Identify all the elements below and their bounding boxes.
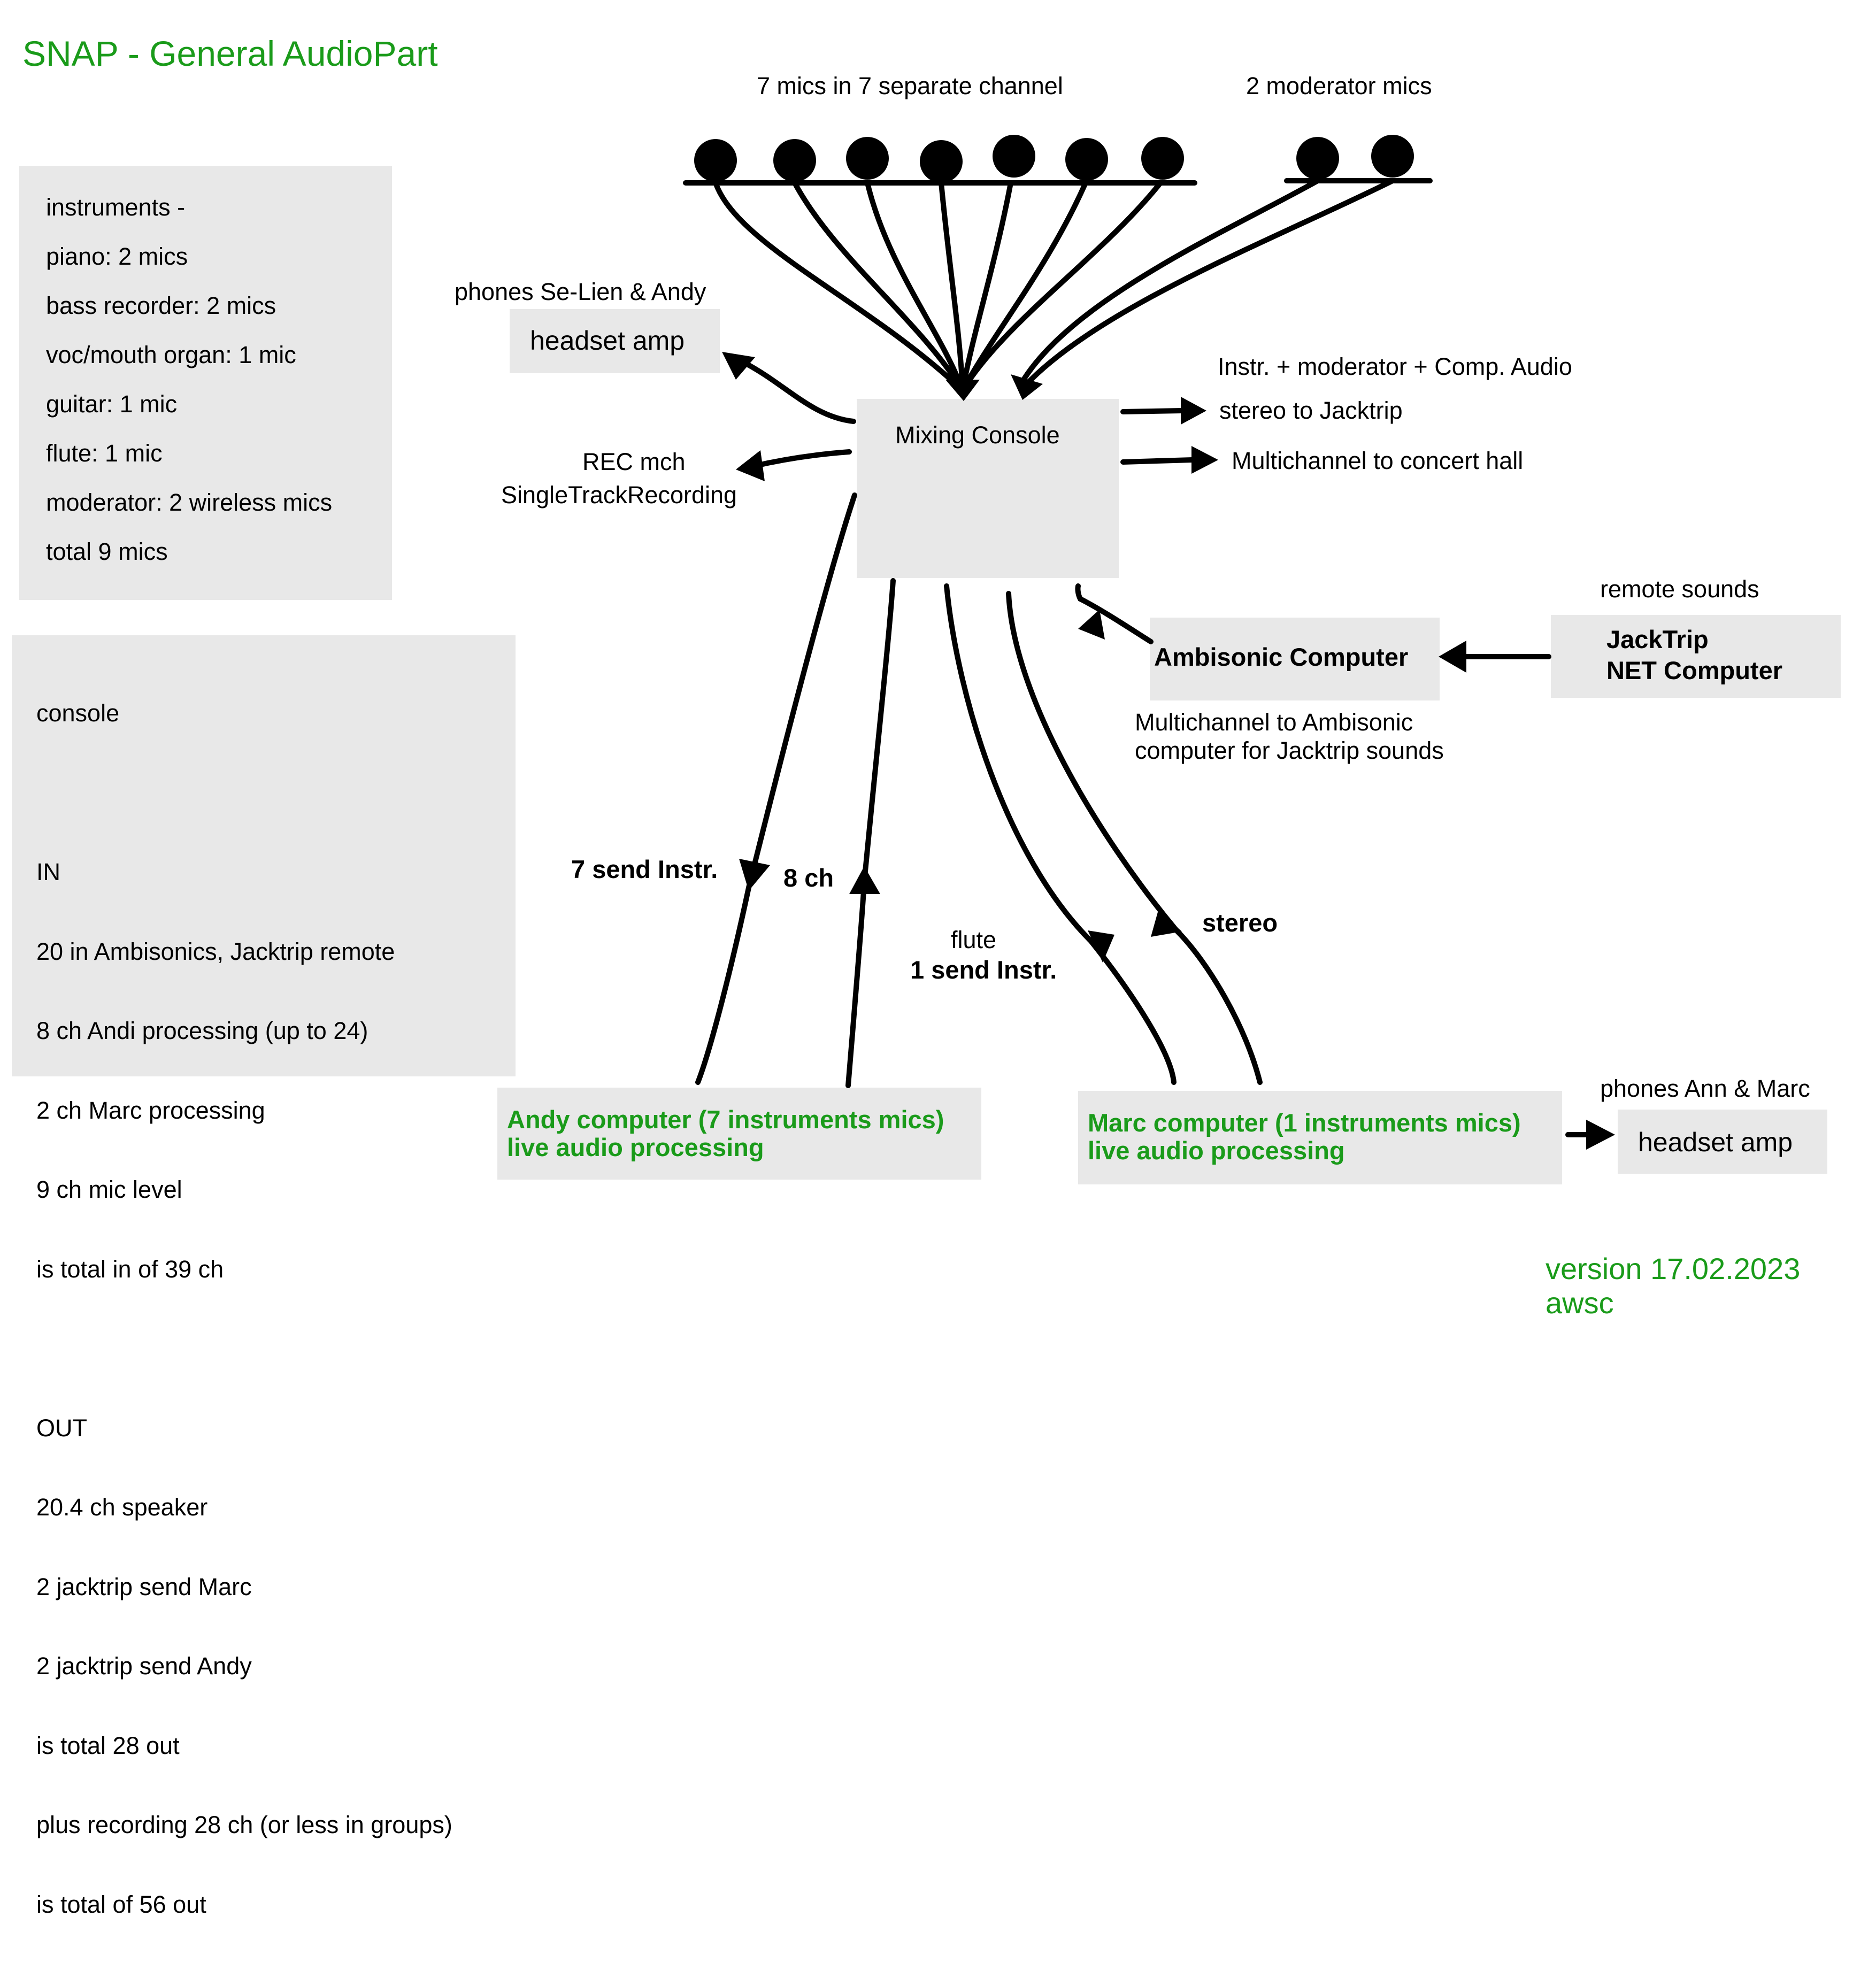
console-line: 9 ch mic level <box>36 1176 182 1203</box>
console-line: is total of 56 out <box>36 1890 206 1918</box>
instruments-line: bass recorder: 2 mics <box>46 292 276 319</box>
console-line: is total 28 out <box>36 1731 180 1759</box>
headset-amp-left-box: headset amp <box>510 309 720 373</box>
instruments-line: voc/mouth organ: 1 mic <box>46 341 296 368</box>
signal-flow-layer <box>683 135 1615 1150</box>
instruments-line: flute: 1 mic <box>46 440 163 467</box>
console-line: 8 ch Andi processing (up to 24) <box>36 1017 368 1044</box>
instruments-line: piano: 2 mics <box>46 243 188 270</box>
marc-computer-line2: live audio processing <box>1088 1136 1345 1165</box>
headset-left-caption: phones Se-Lien & Andy <box>455 278 706 305</box>
console-line: 2 jacktrip send Andy <box>36 1652 252 1680</box>
marc-send-cable <box>944 583 1177 1085</box>
marc-send-label-bottom: 1 send Instr. <box>910 956 1057 984</box>
andy-send-cable <box>695 492 857 1085</box>
mixing-console-box: Mixing Console <box>857 399 1119 578</box>
mic-head <box>1371 135 1414 178</box>
andy-send-label: 7 send Instr. <box>571 855 718 883</box>
mixing-console-label: Mixing Console <box>895 421 1060 449</box>
stereo-out-line <box>1120 408 1185 414</box>
mic-head <box>993 135 1035 178</box>
mic-head <box>1141 137 1184 180</box>
console-line: 20 in Ambisonics, Jacktrip remote <box>36 937 395 965</box>
marc-send-arrow <box>1088 930 1114 963</box>
moderator-mics-label: 2 moderator mics <box>1246 72 1432 99</box>
headset-left-arrow <box>722 352 755 380</box>
andy-return-label: 8 ch <box>783 864 834 892</box>
rec-cable <box>750 449 852 469</box>
moderator-cable-arrow <box>1011 374 1043 400</box>
console-line: console <box>36 699 120 727</box>
instrument-mics-label: 7 mics in 7 separate channel <box>757 72 1063 99</box>
remote-sounds-caption: remote sounds <box>1600 575 1759 603</box>
headset-amp-right-box: headset amp <box>1618 1110 1827 1174</box>
ambisonic-caption-line2: computer for Jacktrip sounds <box>1135 737 1444 764</box>
instruments-line: guitar: 1 mic <box>46 390 178 418</box>
andy-computer-line2: live audio processing <box>507 1133 764 1161</box>
console-line: 2 jacktrip send Marc <box>36 1573 252 1600</box>
stereo-out-arrow <box>1181 397 1206 425</box>
marc-return-label: stereo <box>1202 908 1278 937</box>
arrowheads <box>722 352 1615 1150</box>
marc-send-label-top: flute <box>951 926 997 953</box>
console-line: plus recording 28 ch (or less in groups) <box>36 1811 452 1838</box>
instruments-line: instruments - <box>46 194 186 221</box>
rec-label-line1: REC mch <box>582 448 686 475</box>
outputs-caption: Instr. + moderator + Comp. Audio <box>1218 353 1572 380</box>
mic-head <box>846 137 889 180</box>
ambisonic-in-cable <box>1075 583 1154 644</box>
ambisonic-caption-line1: Multichannel to Ambisonic <box>1135 709 1413 736</box>
marc-return-arrow <box>1151 910 1182 937</box>
headset-amp-right-label: headset amp <box>1638 1127 1793 1157</box>
console-line <box>36 1335 452 1362</box>
mic-head <box>1296 137 1339 180</box>
marc-return-cable <box>1006 591 1263 1085</box>
marc-to-headset-arrow <box>1586 1120 1615 1150</box>
stereo-to-jacktrip-label: stereo to Jacktrip <box>1219 397 1403 424</box>
multichannel-out-arrow <box>1191 446 1218 474</box>
author-label: awsc <box>1546 1286 1614 1320</box>
instruments-line: moderator: 2 wireless mics <box>46 489 333 516</box>
headset-amp-left-label: headset amp <box>530 326 685 356</box>
marc-computer-line1: Marc computer (1 instruments mics) <box>1088 1108 1521 1137</box>
jacktrip-net-computer-box: JackTrip NET Computer <box>1551 615 1841 698</box>
console-line: 2 ch Marc processing <box>36 1096 265 1124</box>
andy-return-cable <box>845 578 896 1088</box>
marc-computer-box: Marc computer (1 instruments mics) live … <box>1078 1091 1562 1184</box>
multichannel-concert-label: Multichannel to concert hall <box>1232 447 1524 474</box>
jacktrip-to-ambisonic-arrow <box>1439 641 1466 673</box>
andy-computer-box: Andy computer (7 instruments mics) live … <box>497 1088 981 1180</box>
mic-cables <box>713 178 1395 393</box>
version-label: version 17.02.2023 <box>1546 1252 1801 1285</box>
rec-arrow <box>736 450 765 481</box>
mic-head <box>1065 138 1108 181</box>
ambisonic-computer-label: Ambisonic Computer <box>1154 643 1409 671</box>
mic-cable-arrow <box>945 380 980 401</box>
jacktrip-label-line2: NET Computer <box>1606 656 1782 684</box>
instruments-line: total 9 mics <box>46 538 168 565</box>
andy-return-arrow <box>849 866 880 894</box>
rec-label-line2: SingleTrackRecording <box>501 481 737 509</box>
console-line: OUT <box>36 1414 87 1442</box>
instruments-box: instruments - piano: 2 mics bass recorde… <box>19 166 392 600</box>
mic-heads <box>694 135 1414 183</box>
andy-send-arrow <box>739 859 770 891</box>
ambisonic-in-arrow <box>1078 610 1105 640</box>
mic-head <box>773 139 816 182</box>
console-line: is total in of 39 ch <box>36 1255 224 1283</box>
jacktrip-label-line1: JackTrip <box>1606 625 1709 653</box>
ambisonic-computer-box: Ambisonic Computer <box>1150 618 1440 700</box>
mic-head <box>920 140 963 183</box>
headset-left-cable <box>743 361 856 424</box>
andy-computer-line1: Andy computer (7 instruments mics) <box>507 1105 944 1134</box>
diagram-title: SNAP - General AudioPart <box>22 34 438 73</box>
console-line: 20.4 ch speaker <box>36 1493 208 1521</box>
headset-right-caption: phones Ann & Marc <box>1600 1075 1810 1102</box>
mic-head <box>694 139 737 182</box>
console-line: IN <box>36 858 60 886</box>
multichannel-out-line <box>1120 457 1195 465</box>
